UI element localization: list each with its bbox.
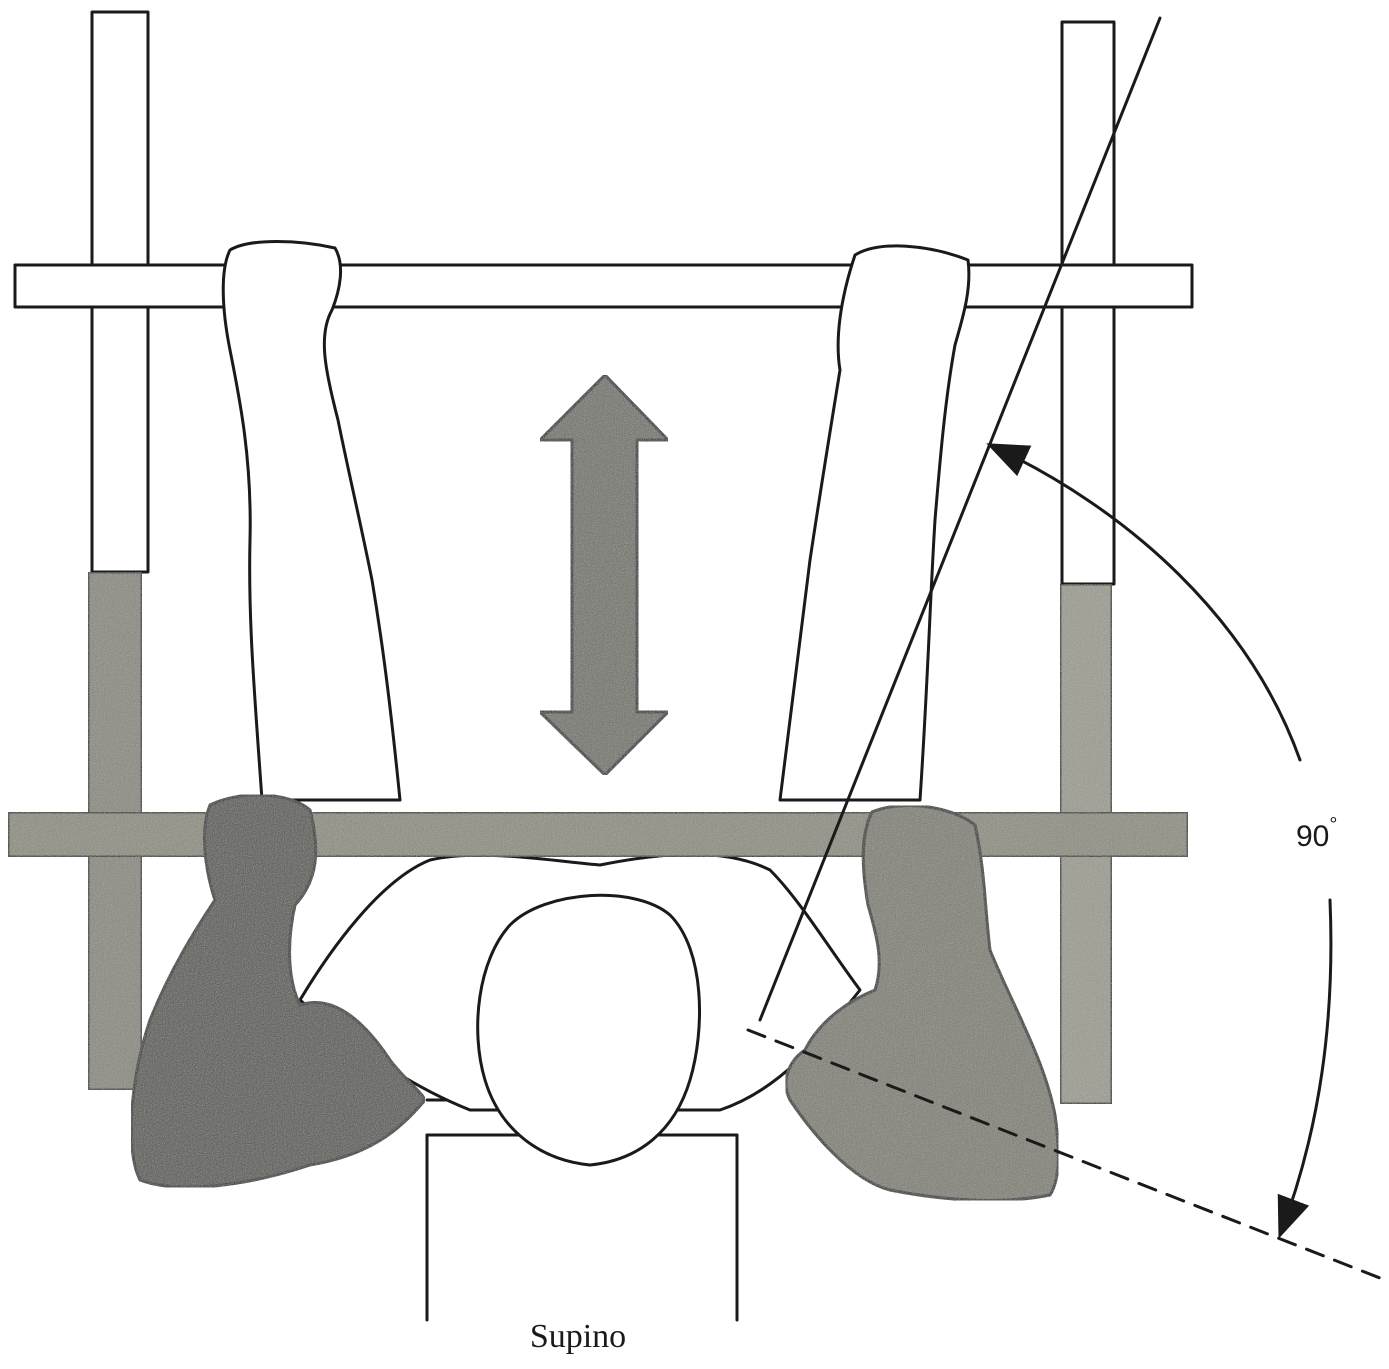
rack-upright-left [88, 12, 148, 1090]
rack-upright-right [1060, 22, 1114, 1104]
movement-arrow [540, 375, 668, 775]
angle-unit: ° [1329, 814, 1337, 836]
angle-label: 90° [1296, 818, 1337, 854]
caption: Supino [478, 1318, 678, 1356]
barbell-upper [15, 265, 1192, 307]
barbell-lower [8, 812, 1188, 857]
arm-upper-left [223, 242, 400, 801]
head [478, 895, 700, 1165]
angle-value: 90 [1296, 820, 1329, 853]
arm-upper-right [780, 246, 969, 800]
